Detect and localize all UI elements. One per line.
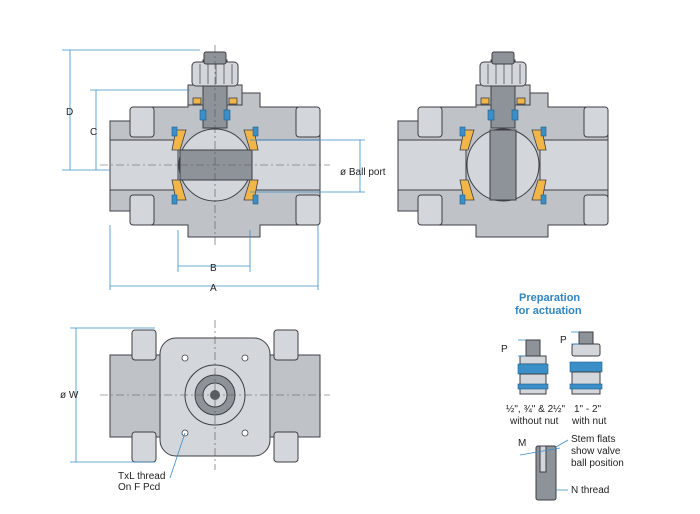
caption-left-line1: ½", ¾" & 2½" bbox=[506, 404, 565, 415]
stem-flats-line2: show valve bbox=[571, 446, 621, 457]
p-label-left: P bbox=[501, 344, 508, 355]
stem-without-nut bbox=[517, 339, 549, 395]
stem-flats-line3: ball position bbox=[571, 458, 624, 469]
valve-top-view bbox=[100, 320, 330, 470]
dimension-label-w: ø W bbox=[60, 390, 79, 401]
txl-thread-label: TxL thread bbox=[118, 471, 165, 482]
actuation-title-line1: Preparation bbox=[519, 292, 580, 304]
actuation-title-line2: for actuation bbox=[515, 305, 582, 317]
dimension-label-b: B bbox=[210, 263, 217, 274]
caption-right-line1: 1" - 2" bbox=[574, 404, 602, 415]
stem-flats-line1: Stem flats bbox=[571, 434, 615, 445]
dimension-label-c: C bbox=[90, 127, 97, 138]
m-label: M bbox=[518, 438, 526, 449]
n-thread-label: N thread bbox=[571, 485, 609, 496]
dimension-label-d: D bbox=[66, 107, 73, 118]
on-f-pcd-label: On F Pcd bbox=[118, 482, 160, 493]
stem-detail bbox=[519, 439, 569, 501]
caption-left-line2: without nut bbox=[509, 416, 559, 427]
stem-with-nut bbox=[569, 331, 603, 395]
dimension-lines-bottom bbox=[70, 327, 186, 479]
valve-section-view-right bbox=[397, 51, 609, 238]
caption-right-line2: with nut bbox=[571, 416, 607, 427]
p-label-right: P bbox=[560, 335, 567, 346]
ball-port-label: ø Ball port bbox=[340, 167, 386, 178]
dimension-lines-left bbox=[62, 49, 365, 290]
dimension-label-a: A bbox=[210, 283, 217, 294]
valve-section-view-left bbox=[100, 45, 330, 245]
